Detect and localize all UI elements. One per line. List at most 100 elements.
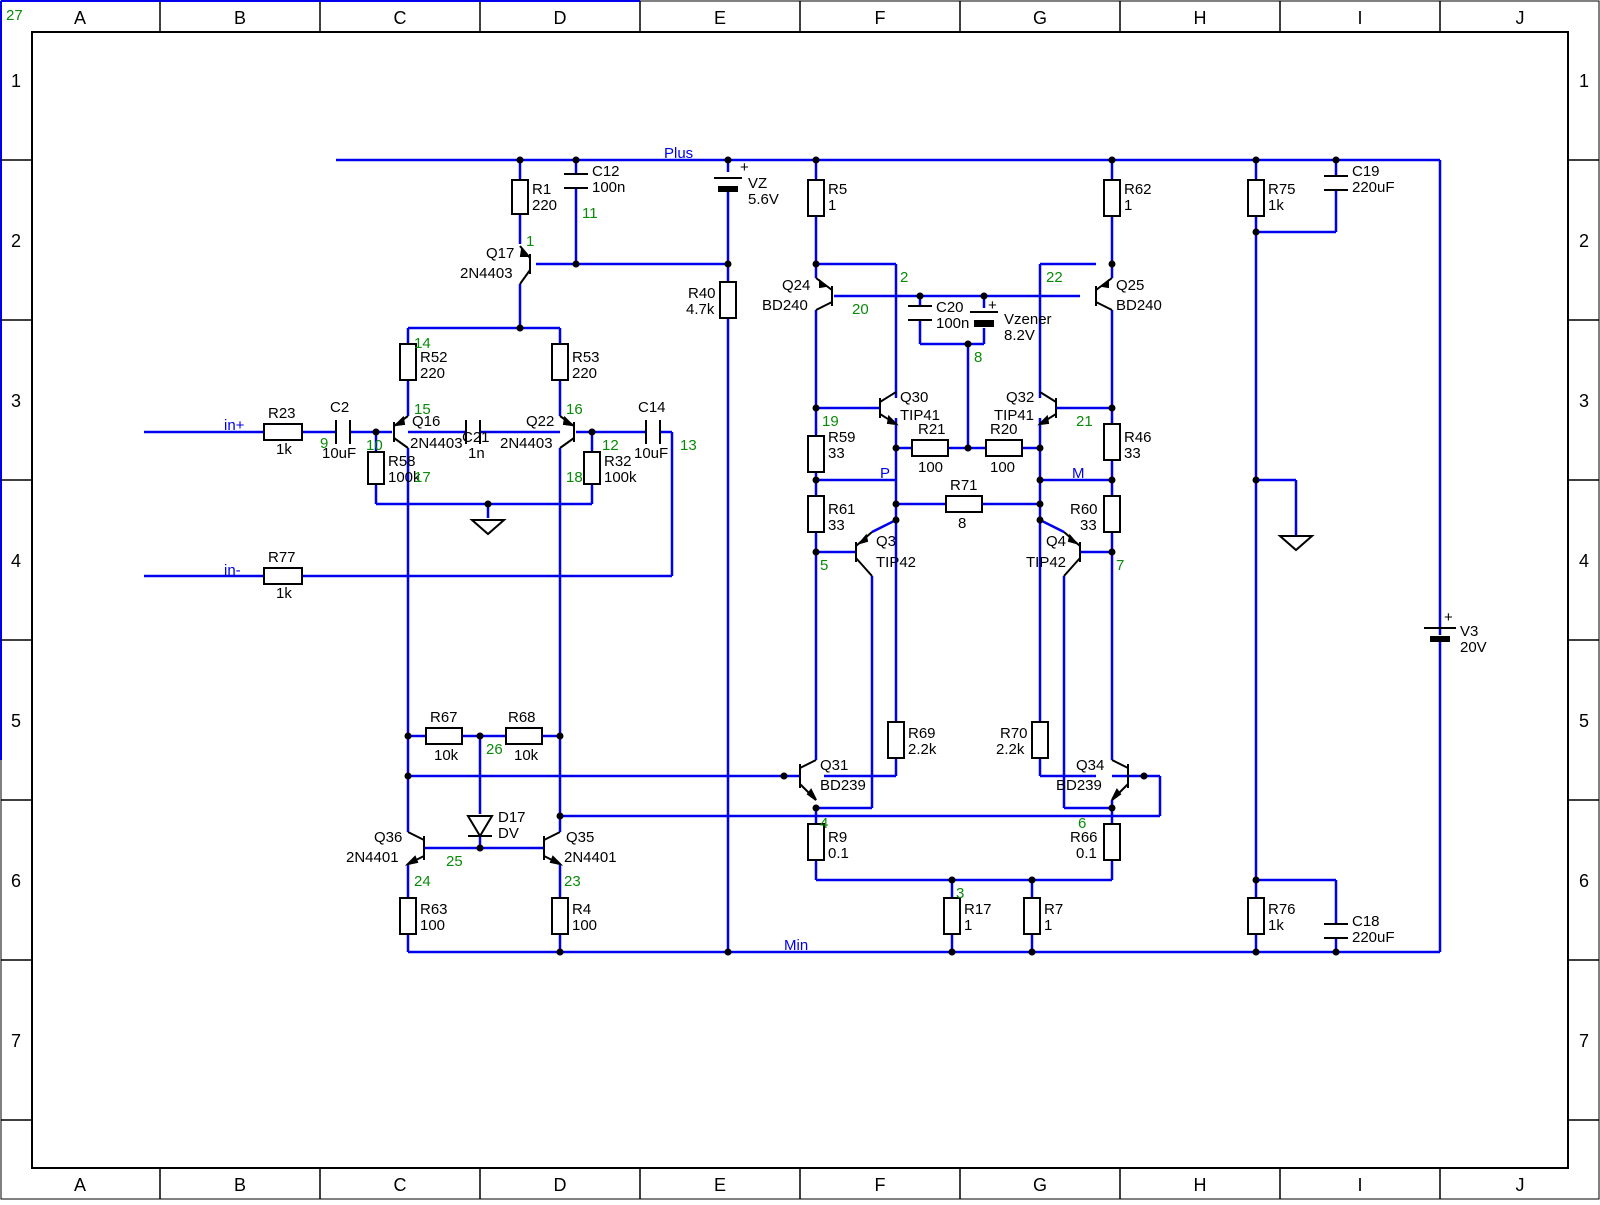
row-labels: 1 2 3 4 5 6 7 1 2 3 4 5 6 7 <box>11 71 1589 1051</box>
r67-body <box>425 727 463 745</box>
r1-ref: R1 <box>532 181 551 198</box>
row-label-right-4: 4 <box>1579 551 1589 571</box>
row-label-right-6: 6 <box>1579 871 1589 891</box>
vz-value: 5.6V <box>748 191 779 208</box>
node-10: 10 <box>366 437 383 454</box>
node-14: 14 <box>414 335 431 352</box>
transistors <box>393 245 1129 866</box>
c2-value: 10uF <box>322 445 356 462</box>
q35-symbol <box>543 831 564 866</box>
q22-symbol <box>559 415 575 449</box>
r21-value: 100 <box>918 459 943 476</box>
r75-body <box>1247 179 1265 217</box>
c14-value: 10uF <box>634 445 668 462</box>
r77-value: 1k <box>276 585 292 602</box>
r32-value: 100k <box>604 469 637 486</box>
r7-body <box>1023 897 1041 935</box>
node-16: 16 <box>566 401 583 418</box>
row-label-left-7: 7 <box>11 1031 21 1051</box>
r23-value: 1k <box>276 441 292 458</box>
r61-value: 33 <box>828 517 845 534</box>
d17-ref: D17 <box>498 809 526 826</box>
r59-value: 33 <box>828 445 845 462</box>
q32-ref: Q32 <box>1006 389 1034 406</box>
r4-value: 100 <box>572 917 597 934</box>
q35-value: 2N4401 <box>564 849 617 866</box>
row-label-left-4: 4 <box>11 551 21 571</box>
r9-body <box>807 823 825 861</box>
svg-text:+: + <box>1444 609 1453 626</box>
q17-value: 2N4403 <box>460 265 513 282</box>
sheet-number: 27 <box>6 7 23 24</box>
col-label-top-h: H <box>1194 8 1207 28</box>
r68-body <box>505 727 543 745</box>
q36-symbol <box>404 831 425 866</box>
c2-symbol <box>335 420 351 444</box>
r1-body <box>511 179 529 215</box>
col-label-bottom-h: H <box>1194 1175 1207 1195</box>
q31-ref: Q31 <box>820 757 848 774</box>
q30-value: TIP41 <box>900 407 940 424</box>
node-7: 7 <box>1116 557 1124 574</box>
col-label-bottom-j: J <box>1516 1175 1525 1195</box>
r53-body <box>551 343 569 381</box>
row-label-left-5: 5 <box>11 711 21 731</box>
node-5: 5 <box>820 557 828 574</box>
r62-body <box>1103 179 1121 217</box>
junction-dots <box>372 156 1340 956</box>
r46-body <box>1103 423 1121 461</box>
in-plus-label: in+ <box>224 417 245 434</box>
row-label-left-2: 2 <box>11 231 21 251</box>
row-label-right-7: 7 <box>1579 1031 1589 1051</box>
r75-value: 1k <box>1268 197 1284 214</box>
col-label-top-a: A <box>74 8 86 28</box>
r23-body <box>263 423 303 441</box>
plus-label: Plus <box>664 145 693 162</box>
ground-icon <box>469 519 507 536</box>
q16-symbol <box>393 415 409 449</box>
r69-body <box>887 721 905 759</box>
c18-symbol <box>1324 923 1348 939</box>
capacitors <box>335 173 1348 939</box>
q35-ref: Q35 <box>566 829 594 846</box>
node-20: 20 <box>852 301 869 318</box>
q32-value: TIP41 <box>994 407 1034 424</box>
q34-value: BD239 <box>1056 777 1102 794</box>
r68-ref: R68 <box>508 709 536 726</box>
p-label: P <box>880 465 890 482</box>
node-4: 4 <box>820 815 828 832</box>
node-3: 3 <box>956 885 964 902</box>
c12-ref: C12 <box>592 163 620 180</box>
q16-ref: Q16 <box>412 413 440 430</box>
r66-value: 0.1 <box>1076 845 1097 862</box>
component-labels: R1 220 C12 100n Q17 2N4403 VZ 5.6V R40 4… <box>268 163 1487 946</box>
row-label-right-2: 2 <box>1579 231 1589 251</box>
r62-value: 1 <box>1124 197 1132 214</box>
r71-ref: R71 <box>950 477 978 494</box>
col-label-bottom-i: I <box>1357 1175 1362 1195</box>
r9-ref: R9 <box>828 829 847 846</box>
q25-ref: Q25 <box>1116 277 1144 294</box>
r61-body <box>807 495 825 533</box>
row-label-right-3: 3 <box>1579 391 1589 411</box>
col-label-top-g: G <box>1033 8 1047 28</box>
q3-ref: Q3 <box>876 533 896 550</box>
r77-body <box>263 567 303 585</box>
node-11: 11 <box>582 205 598 222</box>
node-9: 9 <box>320 435 328 452</box>
r46-value: 33 <box>1124 445 1141 462</box>
vzener-symbol: + <box>970 297 998 327</box>
c18-ref: C18 <box>1352 913 1380 930</box>
svg-text:+: + <box>988 297 997 314</box>
r7-value: 1 <box>1044 917 1052 934</box>
vz-ref: VZ <box>748 175 767 192</box>
c12-symbol <box>564 173 588 189</box>
r52-body <box>399 343 417 381</box>
col-label-top-e: E <box>714 8 726 28</box>
r4-ref: R4 <box>572 901 591 918</box>
row-label-right-5: 5 <box>1579 711 1589 731</box>
r17-value: 1 <box>964 917 972 934</box>
q4-ref: Q4 <box>1046 533 1066 550</box>
